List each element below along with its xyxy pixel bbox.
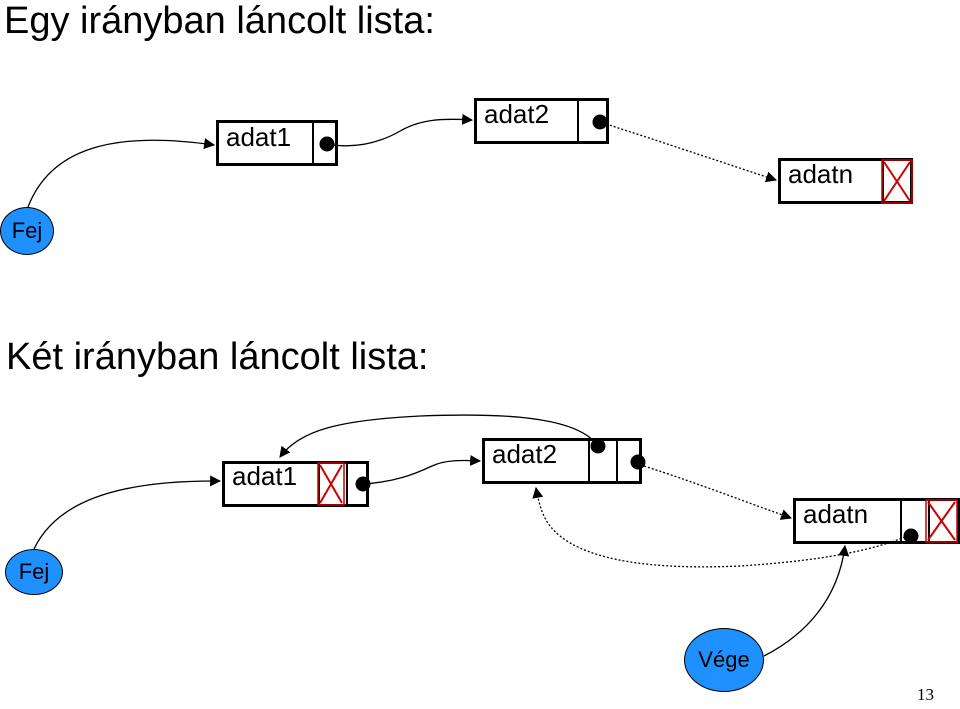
next-divider [346, 464, 348, 504]
singly-node-2 [474, 98, 609, 144]
singly-node-2-pointer-dot [592, 114, 608, 130]
pointer-divider [312, 123, 314, 163]
doubly-link-1-2 [362, 455, 482, 485]
doubly-node-1-label: adat1 [232, 461, 298, 491]
singly-node-n [778, 158, 913, 204]
doubly-node-n-null-next [925, 499, 958, 543]
doubly-head-arrow [33, 475, 222, 550]
doubly-node-n-label: adatn [803, 499, 869, 529]
doubly-node-2-label: adat2 [492, 439, 558, 469]
doubly-list-title: Két irányban láncolt lista: [6, 336, 429, 378]
singly-link-2-n [605, 123, 778, 183]
doubly-node-n [793, 498, 960, 544]
doubly-head-ellipse: Fej [5, 549, 63, 595]
prev-divider [900, 501, 902, 541]
doubly-link-2-n [643, 465, 793, 520]
doubly-node-2-next-dot [630, 454, 646, 470]
next-divider [616, 441, 618, 481]
prev-divider [318, 464, 320, 504]
next-divider [928, 501, 930, 541]
doubly-link-2-1 [279, 414, 599, 458]
prev-divider [588, 441, 590, 481]
singly-link-1-2 [326, 113, 474, 147]
page-number: 13 [917, 685, 934, 704]
singly-head-arrow [27, 138, 216, 208]
doubly-head-label: Fej [18, 559, 50, 584]
pointer-divider [577, 101, 579, 141]
singly-head-label: Fej [11, 218, 43, 243]
doubly-tail-label: Vége [698, 647, 750, 672]
pointer-divider [882, 161, 884, 201]
doubly-tail-arrow [763, 544, 850, 657]
doubly-node-2 [482, 438, 642, 484]
doubly-node-1-null-prev [317, 462, 345, 506]
singly-null-mark [881, 159, 913, 204]
singly-node-1-label: adat1 [226, 122, 292, 152]
doubly-tail-ellipse: Vége [684, 628, 764, 692]
singly-list-title: Egy irányban láncolt lista: [4, 0, 435, 42]
singly-node-n-label: adatn [788, 159, 854, 189]
doubly-link-n-2 [532, 486, 906, 568]
singly-node-1 [216, 120, 338, 166]
singly-head-ellipse: Fej [0, 207, 54, 255]
doubly-node-n-prev-dot [903, 528, 919, 544]
singly-node-2-label: adat2 [484, 99, 550, 129]
